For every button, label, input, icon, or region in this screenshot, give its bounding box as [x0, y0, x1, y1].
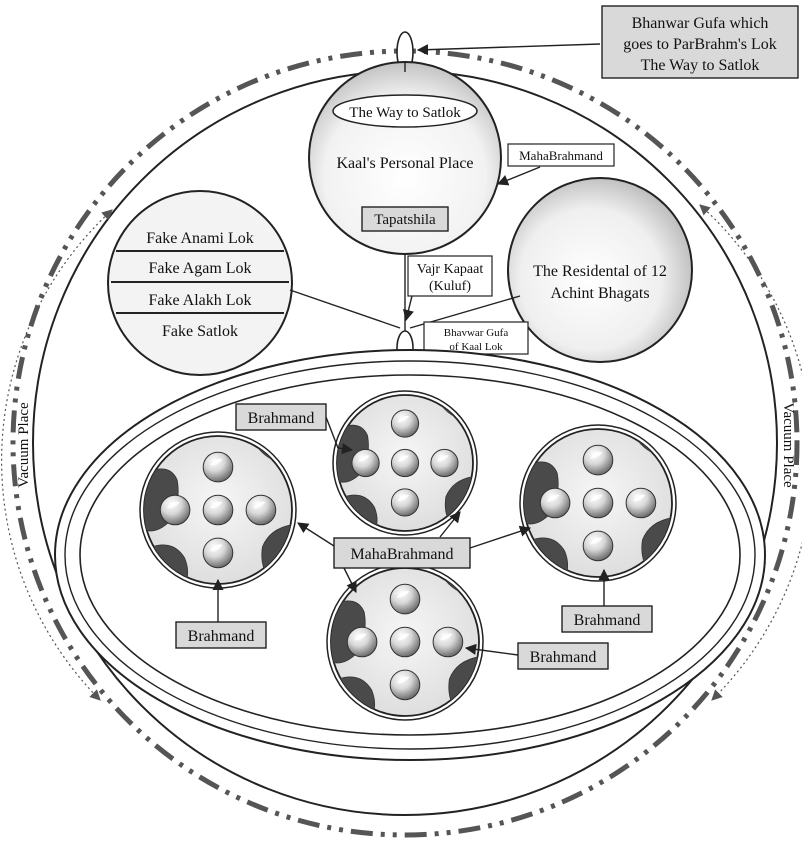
brahmand-right-globe-highlight-5 [589, 537, 603, 545]
vajr-kapaat-box [407, 255, 493, 297]
brahmand-left-globe-highlight-3 [209, 501, 223, 509]
brahmand-top-globe-highlight-3 [397, 455, 410, 462]
bhavwar-gufa-kaal-line2: of Kaal Lok [449, 341, 503, 353]
fake-satlok-label: Fake Satlok [162, 323, 238, 340]
bhavwar-gufa-kaal-line1: Bhavwar Gufa [444, 327, 509, 339]
brahmand-bottom-globe-highlight-5 [396, 676, 410, 684]
residental-circle [507, 177, 693, 363]
way-to-satlok-oval [332, 94, 478, 128]
vacuum-arc-right [699, 204, 802, 701]
brahmand-right-box [561, 605, 653, 633]
maha-arrow-left [297, 522, 335, 547]
bhanwar-gufa-label-line1: Bhanwar Gufa which [632, 15, 769, 32]
tapatshila-label: Tapatshila [374, 212, 436, 228]
maha-arrow-right [469, 525, 532, 549]
fake-lok-bands [111, 250, 289, 314]
brahmand-bottom-globe-5 [389, 669, 421, 701]
brahmand-bottom-globe-3 [389, 626, 421, 658]
brahmand-right-globe-highlight-2 [546, 494, 560, 502]
brahmand-upper-left-box [235, 403, 327, 431]
brahmand-lower-mid-arrow [464, 643, 519, 656]
mahabrahmand-top-arrow [496, 166, 541, 186]
residental-label-line2: Achint Bhagats [550, 285, 649, 302]
vacuum-label-left: Vacuum Place [16, 402, 32, 488]
bhanwar-gufa-label-line2: goes to ParBrahm's Lok [623, 36, 777, 53]
brahmand-right-globe-3 [582, 487, 614, 519]
brahmand-bottom-globe-highlight-4 [439, 633, 453, 641]
vacuum-label-right: Vacuum Place [780, 402, 796, 488]
brahmand-upper-left-arrow [325, 416, 354, 455]
bhavwar-gufa-kaal-box [423, 321, 529, 355]
kaal-personal-place-label: Kaal's Personal Place [336, 155, 473, 172]
vajr-kapaat-line1: Vajr Kapaat [417, 262, 484, 277]
bhanwar-gufa-label-box [601, 5, 799, 79]
brahmand-top-globe-1 [390, 409, 420, 438]
brahmand-right-globe-highlight-4 [632, 494, 646, 502]
way-to-satlok-label: The Way to Satlok [349, 105, 461, 121]
brahmand-top-globe-4 [430, 448, 459, 478]
bhanwar-gufa-label-line3: The Way to Satlok [641, 57, 760, 74]
brahmand-bottom-globe-4 [432, 626, 464, 658]
fake-anami-lok-label: Fake Anami Lok [146, 230, 254, 247]
mahabrahmand-center-label: MahaBrahmand [350, 546, 453, 563]
brahmand-top-globe-3 [390, 448, 420, 478]
connector-fake-lok [289, 289, 401, 329]
vacuum-arc-left [1, 209, 113, 701]
tapatshila-box [361, 206, 449, 232]
brahmand-bottom-globe-highlight-1 [396, 590, 410, 598]
brahmand-left-globe-4 [245, 494, 277, 526]
brahmand-lower-left-label: Brahmand [188, 628, 255, 645]
brahmand-right-globe-5 [582, 530, 614, 562]
brahmand-left-globe-highlight-4 [252, 501, 266, 509]
brahmand-left-globe-3 [202, 494, 234, 526]
brahmand-top-globe-highlight-5 [397, 494, 410, 502]
brahmand-right-globe-4 [625, 487, 657, 519]
brahmand-bottom-globe-highlight-3 [396, 633, 410, 641]
brahmand-upper-left-label: Brahmand [248, 410, 315, 427]
brahmand-top-globe-2 [351, 448, 380, 478]
brahmand-left-globe-2 [159, 494, 191, 526]
vajr-kapaat-arrow [403, 295, 414, 322]
brahmand-right-globe-highlight-3 [589, 494, 603, 502]
brahmand-right-globe-1 [582, 444, 614, 476]
brahmand-bottom-globe-2 [346, 626, 378, 658]
brahmand-left-globe-highlight-5 [209, 544, 223, 552]
brahmand-top-globe-5 [390, 488, 420, 517]
brahmand-lower-left-box [175, 621, 267, 649]
fake-agam-lok-label: Fake Agam Lok [148, 260, 251, 277]
brahmand-lower-mid-box [517, 642, 609, 670]
brahmand-lower-mid-label: Brahmand [530, 649, 597, 666]
residental-label-line1: The Residental of 12 [533, 263, 667, 280]
brahmand-top-globe-highlight-1 [397, 415, 410, 423]
brahmand-left-globe-highlight-1 [209, 458, 223, 466]
brahmand-right-globe-highlight-1 [589, 451, 603, 459]
brahmand-top-globe-highlight-2 [358, 455, 370, 462]
brahmand-top-globe-highlight-4 [436, 455, 449, 462]
fake-alakh-lok-label: Fake Alakh Lok [148, 292, 251, 309]
mahabrahmand-top-label: MahaBrahmand [519, 148, 603, 163]
maha-arrow-up [439, 511, 461, 538]
maha-arrow-down [343, 567, 357, 594]
brahmand-bottom-globe-highlight-2 [353, 633, 367, 641]
vajr-kapaat-line2: (Kuluf) [429, 279, 471, 294]
brahmand-right-label: Brahmand [574, 612, 641, 629]
bhanwar-gufa-arrow [416, 43, 601, 56]
brahmand-left-globe-1 [202, 451, 234, 483]
brahmand-left-globe-highlight-2 [166, 501, 180, 509]
brahmand-left-globe-5 [202, 537, 234, 569]
brahmand-right-globe-2 [539, 487, 571, 519]
mahabrahmand-top-box [507, 143, 615, 167]
brahmand-bottom-globe-1 [389, 583, 421, 615]
mahabrahmand-center-box [333, 537, 471, 569]
